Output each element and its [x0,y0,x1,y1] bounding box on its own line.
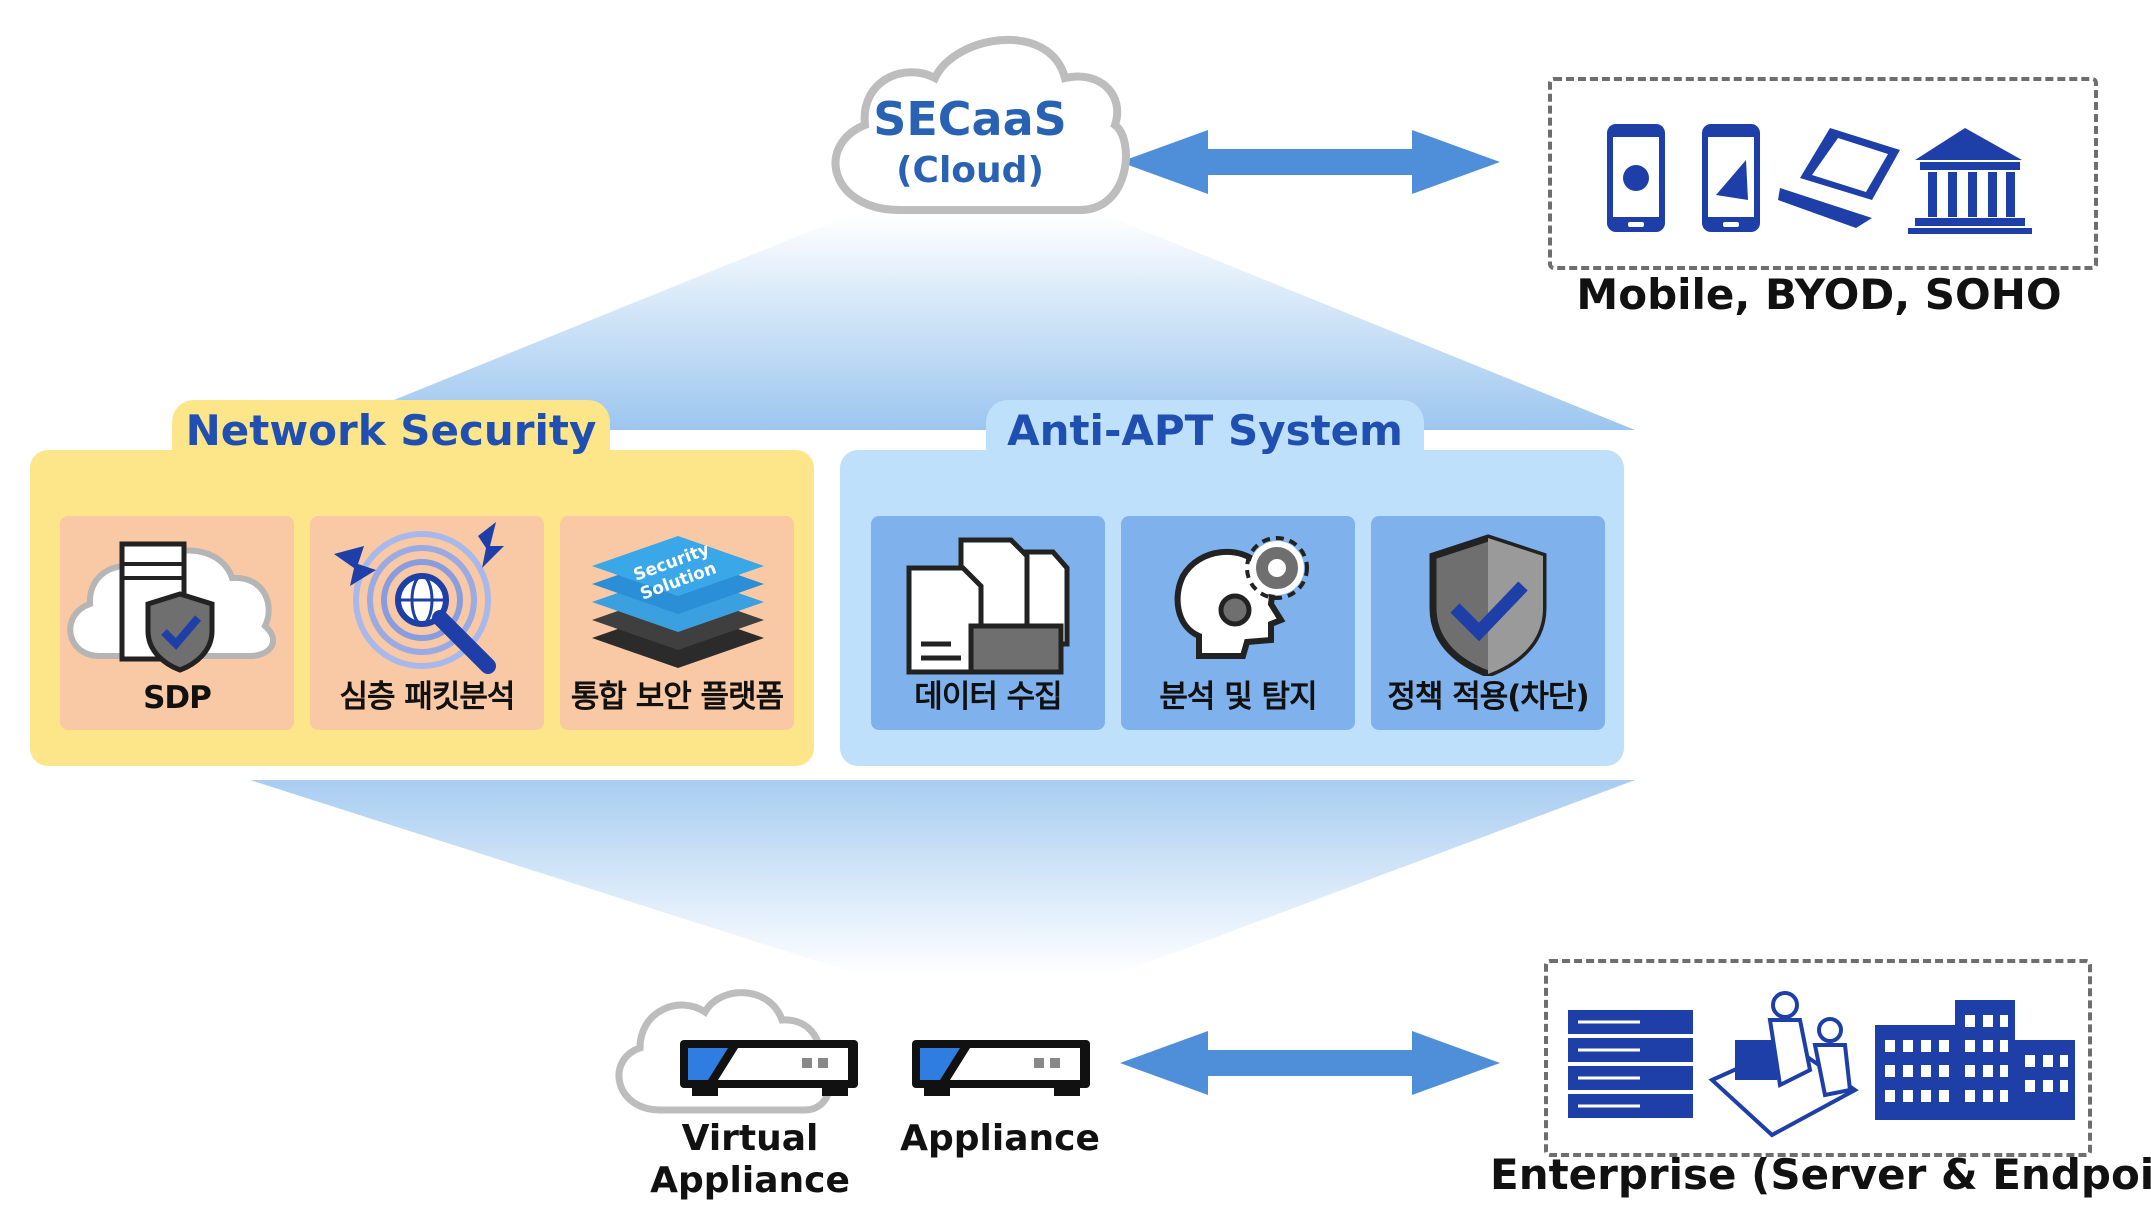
tile-integrated-platform[interactable]: Security Solution 통합 보안 플랫폼 [560,516,794,730]
network-security-title: Network Security [185,406,597,455]
tile-deep-packet-label: 심층 패킷분석 [339,679,516,715]
shield-check-icon [1429,534,1547,676]
tile-deep-packet[interactable]: 심층 패킷분석 [310,516,544,730]
tile-analysis-detection[interactable]: 분석 및 탐지 [1121,516,1355,730]
security-solution-stack-icon [592,536,764,668]
tile-policy-block-label: 정책 적용(차단) [1387,679,1589,715]
mobile-devices-box [1548,77,2098,270]
head-gears-icon [1174,536,1309,659]
cloud-server-shield-icon [67,541,276,673]
tile-sdp-label: SDP [143,680,212,716]
documents-icon [906,537,1070,675]
bottom-double-arrow [1120,1031,1500,1095]
cloud-title: SECaaS [873,92,1067,146]
upper-fan [320,215,1635,430]
tile-policy-block[interactable]: 정책 적용(차단) [1371,516,1605,730]
enterprise-box [1544,959,2092,1157]
secaas-cloud-icon [831,35,1130,214]
virtual-appliance-label-line1: Virtual [681,1118,819,1159]
anti-apt-title: Anti-APT System [1007,406,1403,455]
tile-integrated-platform-label: 통합 보안 플랫폼 [570,679,784,715]
globe-magnifier-icon [334,522,504,674]
tile-analysis-detection-label: 분석 및 탐지 [1159,679,1317,715]
appliance-label: Appliance [900,1118,1100,1159]
tile-sdp[interactable]: SDP [60,516,294,730]
top-double-arrow [1120,130,1500,194]
virtual-appliance-label-line2: Appliance [650,1160,850,1201]
mobile-caption: Mobile, BYOD, SOHO [1576,270,2062,319]
enterprise-caption: Enterprise (Server & Endpoint) [1490,1150,2151,1199]
cloud-subtitle: (Cloud) [896,150,1044,191]
tile-data-collection[interactable]: 데이터 수집 [871,516,1105,730]
tile-data-collection-label: 데이터 수집 [914,679,1062,715]
lower-fan [250,780,1635,975]
